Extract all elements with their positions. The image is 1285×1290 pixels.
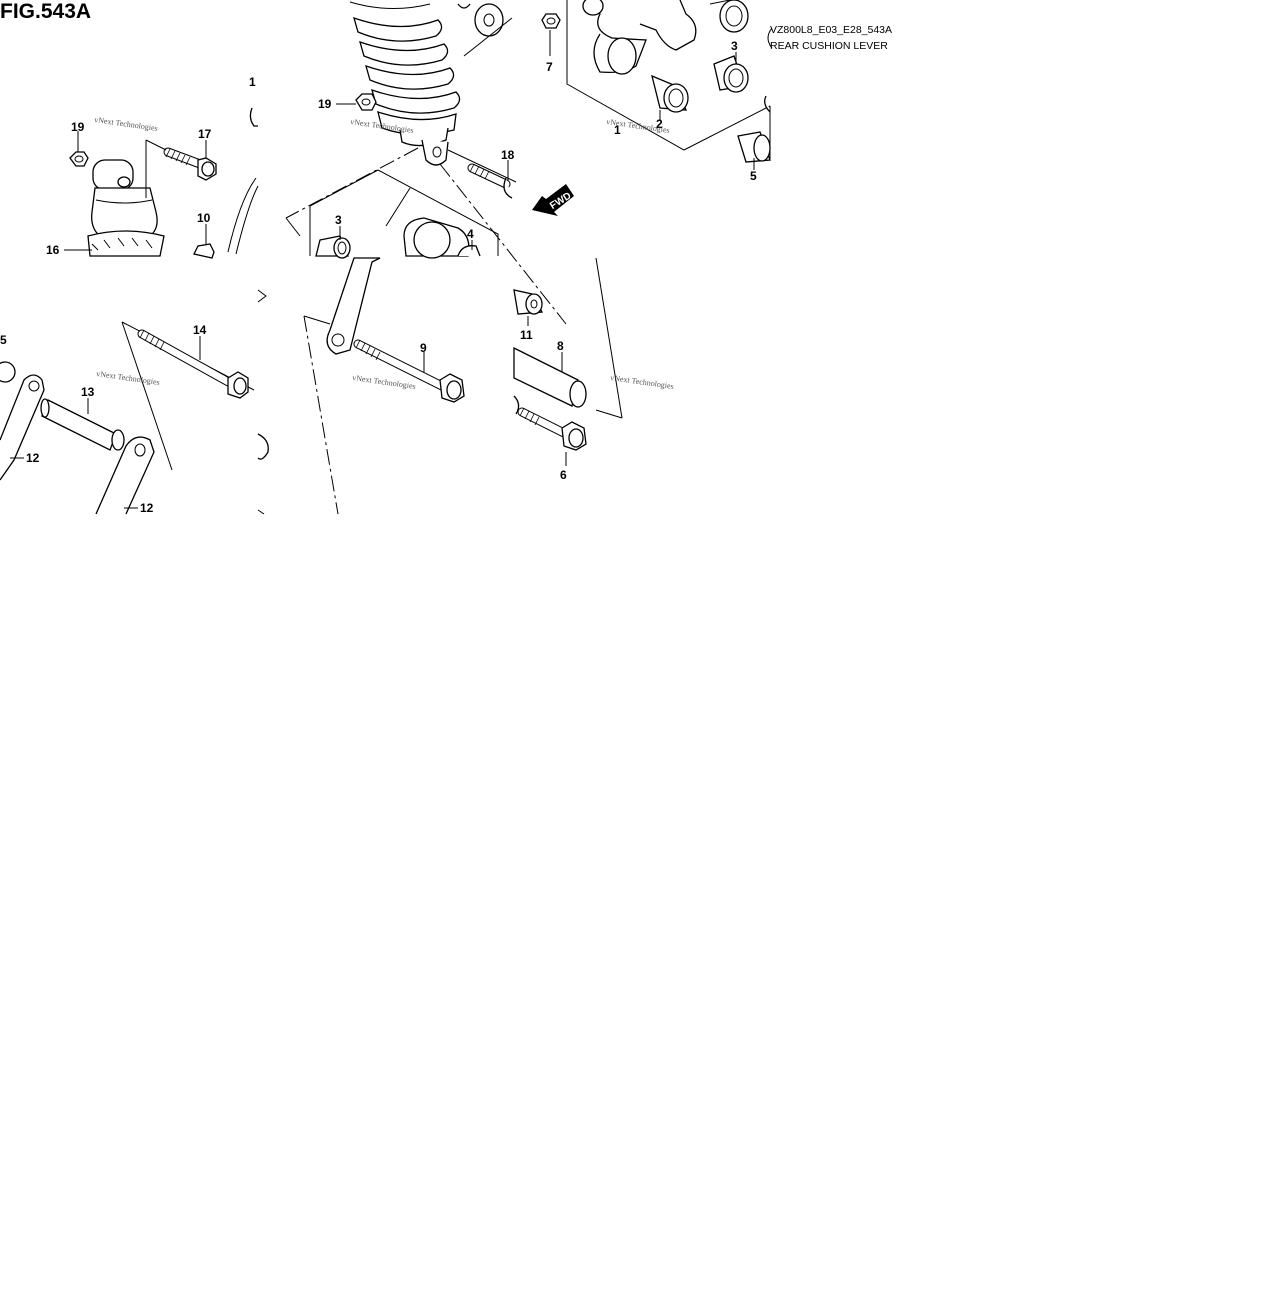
callout-8: 8 <box>557 339 564 353</box>
callout-1-right: 1 <box>614 123 621 137</box>
callout-13: 13 <box>81 385 95 399</box>
figure-title: FIG.543A <box>0 0 91 23</box>
callout-9: 9 <box>420 341 427 355</box>
watermark-5: vNext Technologies <box>352 373 417 391</box>
cushion-lever-4 <box>403 217 481 259</box>
callout-7: 7 <box>546 60 553 74</box>
sleeve-8 <box>513 346 587 408</box>
callout-3-middle: 3 <box>335 213 342 227</box>
callout-15: 5 <box>0 333 7 347</box>
callout-18: 18 <box>501 148 515 162</box>
cushion-lower-clevis <box>421 139 449 166</box>
watermark-4: vNext Technologies <box>96 369 161 387</box>
lever-body-1 <box>582 0 749 75</box>
nut-7 <box>541 13 561 29</box>
washer-top <box>474 3 504 37</box>
bearing-2 <box>651 74 689 113</box>
nut-10 <box>193 243 215 259</box>
cushion-rod-12-left <box>0 374 45 481</box>
watermark-1: vNext Technologies <box>94 115 159 133</box>
callout-1-left: 1 <box>249 75 256 89</box>
rear-cushion-lever-panel: 2 3 5 7 1 <box>541 0 771 183</box>
spacer-13 <box>40 398 125 451</box>
spacer-11 <box>513 289 544 315</box>
callout-12-right: 12 <box>140 501 154 515</box>
bushing-3-middle <box>315 235 351 259</box>
callout-2: 2 <box>656 117 663 131</box>
fwd-direction-badge: FWD <box>532 184 574 216</box>
lever-bolt-panel: 9 <box>257 257 465 515</box>
callout-10: 10 <box>197 211 211 225</box>
nut-19-left <box>69 151 89 167</box>
reference-bracket <box>767 27 773 49</box>
washer-15 <box>0 361 16 383</box>
cushion-rod-panel: 5 12 13 12 14 <box>0 321 255 515</box>
callout-3-right: 3 <box>731 39 738 53</box>
callout-5: 5 <box>750 169 757 183</box>
callout-11: 11 <box>520 328 533 342</box>
bolt-9 <box>353 339 465 403</box>
callout-19-left: 19 <box>71 120 85 134</box>
callout-12-left: 12 <box>26 451 40 465</box>
bushing-3-right <box>713 55 749 93</box>
spacer-bolt-panel: 11 8 6 <box>513 257 623 482</box>
shock-spring-16 <box>87 230 165 257</box>
shock-body <box>91 187 158 237</box>
callout-14: 14 <box>193 323 207 337</box>
nut-19-middle <box>355 93 377 111</box>
shock-absorber-panel: 19 17 10 16 1 <box>46 75 259 259</box>
link-arm <box>326 257 381 355</box>
bolt-18 <box>467 163 513 199</box>
bolt-14 <box>137 329 249 399</box>
bolt-6 <box>513 395 587 451</box>
watermark-6: vNext Technologies <box>610 373 675 391</box>
cushion-spring-panel: 19 18 4 3 <box>285 1 574 325</box>
callout-16: 16 <box>46 243 60 257</box>
callout-19-middle: 19 <box>318 97 332 111</box>
cushion-rod-12-right <box>95 436 155 515</box>
section-name: REAR CUSHION LEVER <box>770 40 888 52</box>
spacer-5 <box>737 131 771 163</box>
callout-4: 4 <box>467 227 474 241</box>
callout-6: 6 <box>560 468 567 482</box>
coil-spring <box>349 1 461 147</box>
bolt-17 <box>163 147 217 181</box>
callout-17: 17 <box>198 127 212 141</box>
reference-code: VZ800L8_E03_E28_543A <box>770 24 892 36</box>
